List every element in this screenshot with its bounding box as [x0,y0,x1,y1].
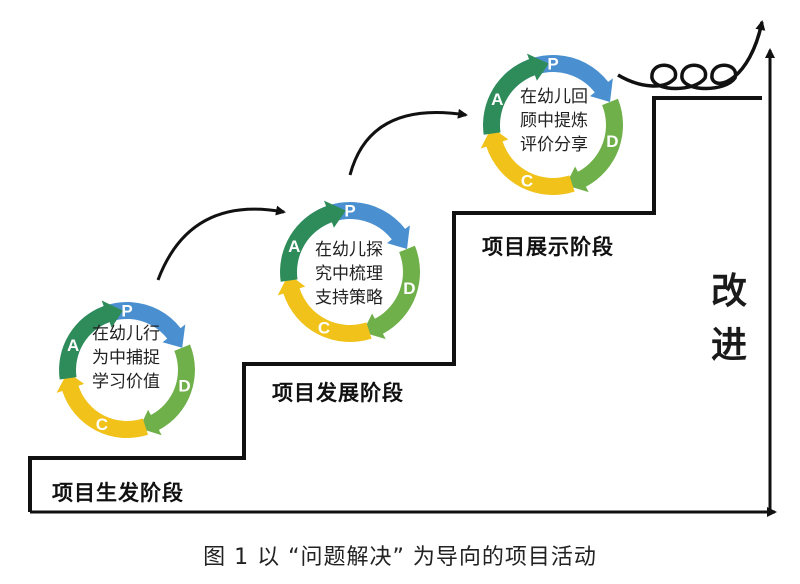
cycle-text-3: 在幼儿回 顾中提炼 评价分享 [508,85,600,157]
cycle-2-letter-p: P [344,202,355,221]
cycle-text-1-line-2: 为中捕捉 [92,348,160,368]
cycle-2-segment-a [280,200,346,282]
cycle-text-2-line-2: 究中梳理 [315,264,383,284]
cycle-1-letter-p: P [121,302,132,321]
transition-arrow-1 [156,205,286,281]
cycle-2-letter-a: A [288,237,300,256]
cycle-text-1-line-3: 学习价值 [92,372,160,392]
cycle-text-2-line-3: 支持策略 [315,288,383,308]
cycle-1-segment-d [139,344,195,436]
cycle-text-3-line-3: 评价分享 [520,135,588,155]
cycle-3-segment-c [480,127,575,196]
cycle-3-letter-a: A [491,90,503,109]
cycle-1-letter-a: A [67,336,79,355]
cycle-text-2-line-1: 在幼儿探 [315,240,383,260]
cycle-3-segment-d [565,98,623,193]
stage-label-2: 项目发展阶段 [272,381,404,405]
cycle-text-3-line-2: 顾中提炼 [520,111,588,131]
cycle-text-1-line-1: 在幼儿行 [92,324,160,344]
cycle-text-3-line-1: 在幼儿回 [520,87,588,107]
stage-label-3: 项目展示阶段 [482,235,614,259]
cycle-3-letter-c: C [521,172,533,191]
cycle-1-letter-c: C [96,415,108,434]
cycle-text-2: 在幼儿探 究中梳理 支持策略 [303,238,395,310]
cycle-2-letter-c: C [318,319,330,338]
stage-label-1: 项目生发阶段 [52,481,184,505]
improve-char-2: 进 [710,325,747,366]
figure-caption: 图 1 以 “问题解决” 为导向的项目活动 [203,545,597,570]
transition-arrow-2 [348,108,468,176]
cycle-text-1: 在幼儿行 为中捕捉 学习价值 [80,322,172,394]
cycle-3-letter-p: P [547,55,558,74]
staircase [28,96,762,512]
cycle-1-letter-d: D [178,376,190,395]
cycle-3-letter-d: D [606,132,618,151]
cycle-2-letter-d: D [403,279,415,298]
improvement-spiral [617,20,766,91]
cycle-3-segment-a [483,53,549,135]
cycle-2-segment-d [362,245,420,340]
improve-char-1: 改 [710,271,747,312]
cycle-2-segment-c [277,274,372,343]
cycle-1-segment-a [59,300,123,380]
cycle-1-segment-c [56,372,148,439]
